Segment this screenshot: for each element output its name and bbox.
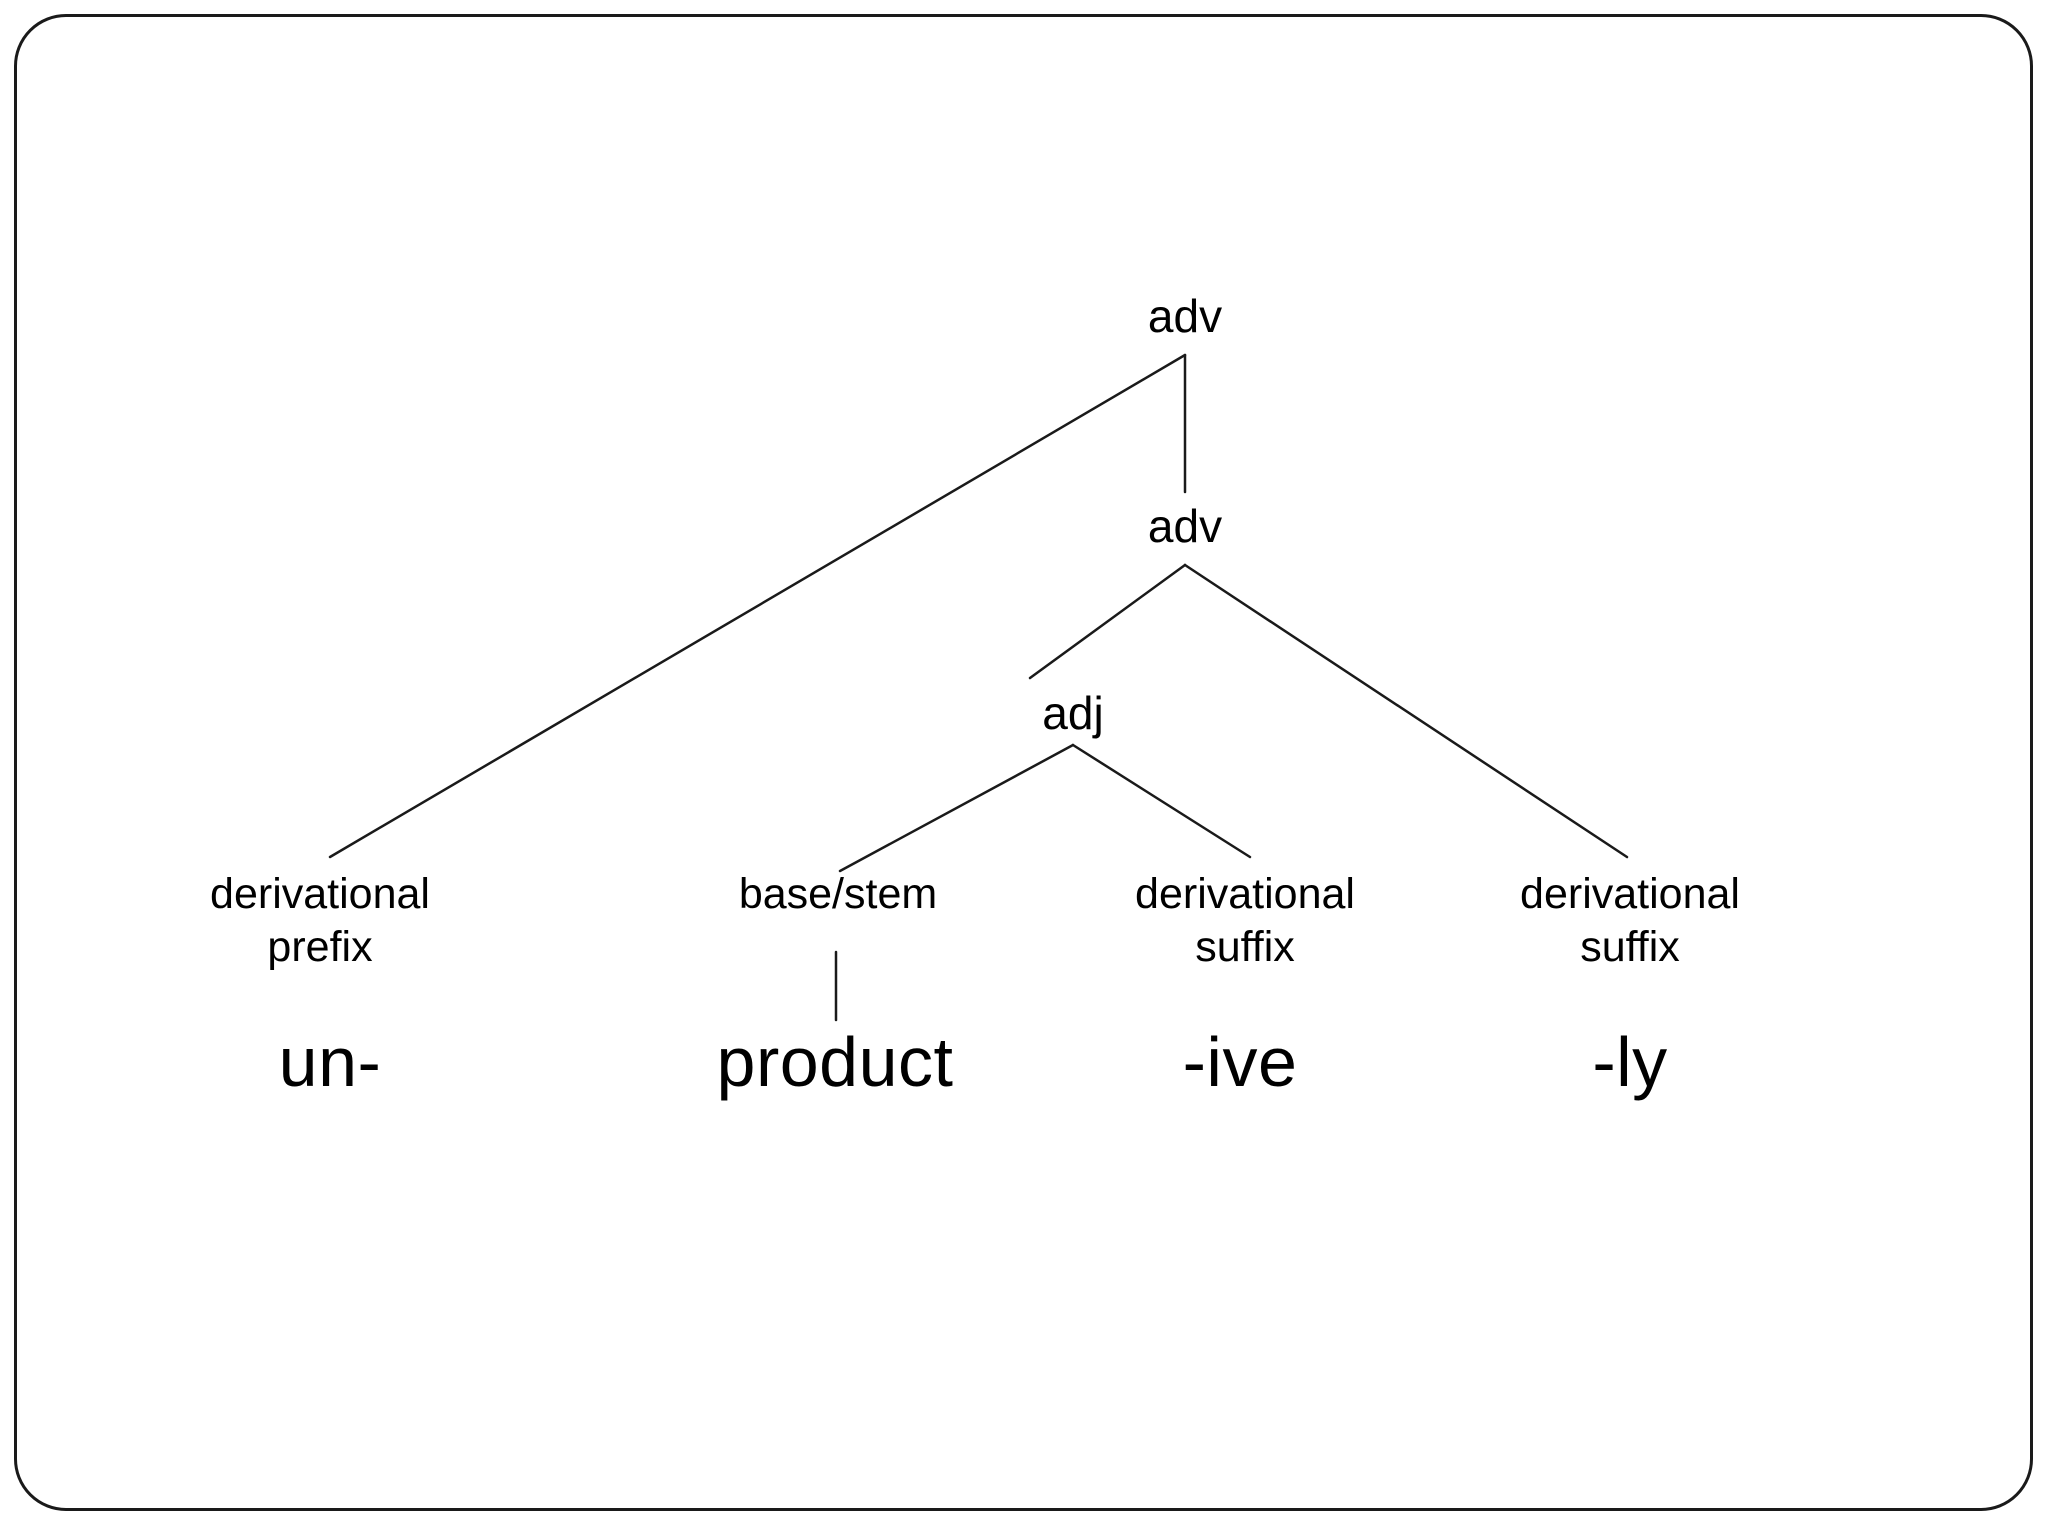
edge-adj-to-base (838, 743, 1075, 873)
derivational-suffix2-line1: derivational (1520, 870, 1740, 918)
morpheme-un: un- (278, 1023, 382, 1101)
node-derivational-suffix-ly: derivational suffix (1520, 868, 1740, 974)
node-inner-adv: adv (1147, 500, 1223, 552)
derivational-suffix1-line2: suffix (1195, 923, 1295, 971)
derivational-prefix-line2: prefix (267, 923, 373, 971)
node-base-stem: base/stem (739, 868, 937, 921)
node-derivational-prefix: derivational prefix (210, 868, 430, 974)
morpheme-product: product (716, 1023, 954, 1101)
edge-inner-adv-to-suffix-ly (1183, 563, 1629, 859)
slide-border-frame (14, 14, 2033, 1511)
derivational-suffix1-line1: derivational (1135, 870, 1355, 918)
node-root-adv: adv (1147, 290, 1223, 342)
derivational-prefix-line1: derivational (210, 870, 430, 918)
edge-root-to-prefix (328, 353, 1187, 859)
edge-adj-to-suffix-ive (1071, 743, 1252, 859)
morpheme-ly: -ly (1592, 1023, 1668, 1101)
node-derivational-suffix-ive: derivational suffix (1135, 868, 1355, 974)
morpheme-ive: -ive (1182, 1023, 1298, 1101)
edge-inner-adv-to-adj (1028, 563, 1187, 680)
node-inner-adj: adj (1042, 687, 1104, 739)
base-stem-line1: base/stem (738, 870, 938, 918)
derivational-suffix2-line2: suffix (1580, 923, 1680, 971)
